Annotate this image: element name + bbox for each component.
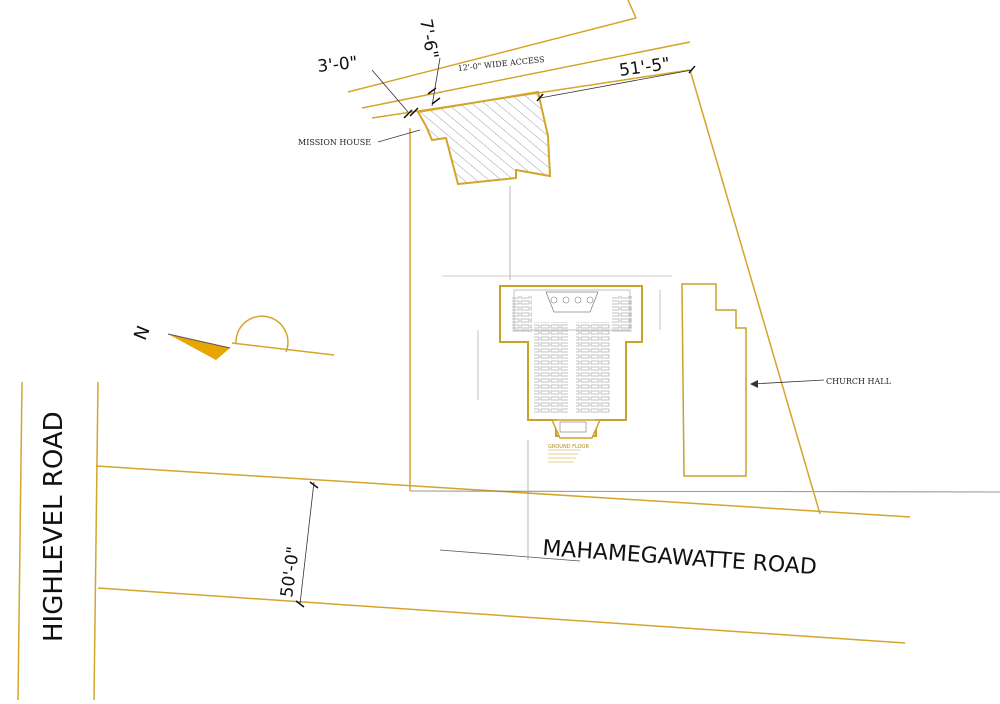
mahamegawatte-road	[95, 465, 1000, 644]
road-width-dimension: 50'-0"	[277, 481, 319, 608]
highlevel-road-label: HIGHLEVEL ROAD	[39, 411, 69, 642]
mission-house-label: MISSION HOUSE	[298, 138, 371, 147]
setback-front-label: 3'-0"	[316, 53, 358, 77]
plot-boundary	[409, 0, 821, 515]
plot-edge-dimension: 51'-5"	[536, 54, 696, 102]
highlevel-road	[17, 381, 99, 701]
church-building: GROUND FLOOR	[442, 275, 672, 463]
north-arrow: N	[130, 315, 335, 360]
church-hall-label: CHURCH HALL	[826, 377, 892, 386]
setback-dimensions: 3'-0" 7'-6"	[316, 17, 442, 119]
mahamegawatte-road-label: MAHAMEGAWATTE ROAD	[542, 536, 818, 580]
access-label: 12'-0" WIDE ACCESS	[457, 55, 545, 73]
road-width-label: 50'-0"	[277, 545, 304, 598]
church-hall: CHURCH HALL	[681, 283, 892, 477]
ground-floor-label: GROUND FLOOR	[548, 444, 589, 450]
north-label: N	[130, 323, 155, 343]
plot-edge-label: 51'-5"	[618, 54, 671, 81]
mission-house: MISSION HOUSE	[298, 90, 552, 186]
setback-side-label: 7'-6"	[415, 17, 442, 60]
